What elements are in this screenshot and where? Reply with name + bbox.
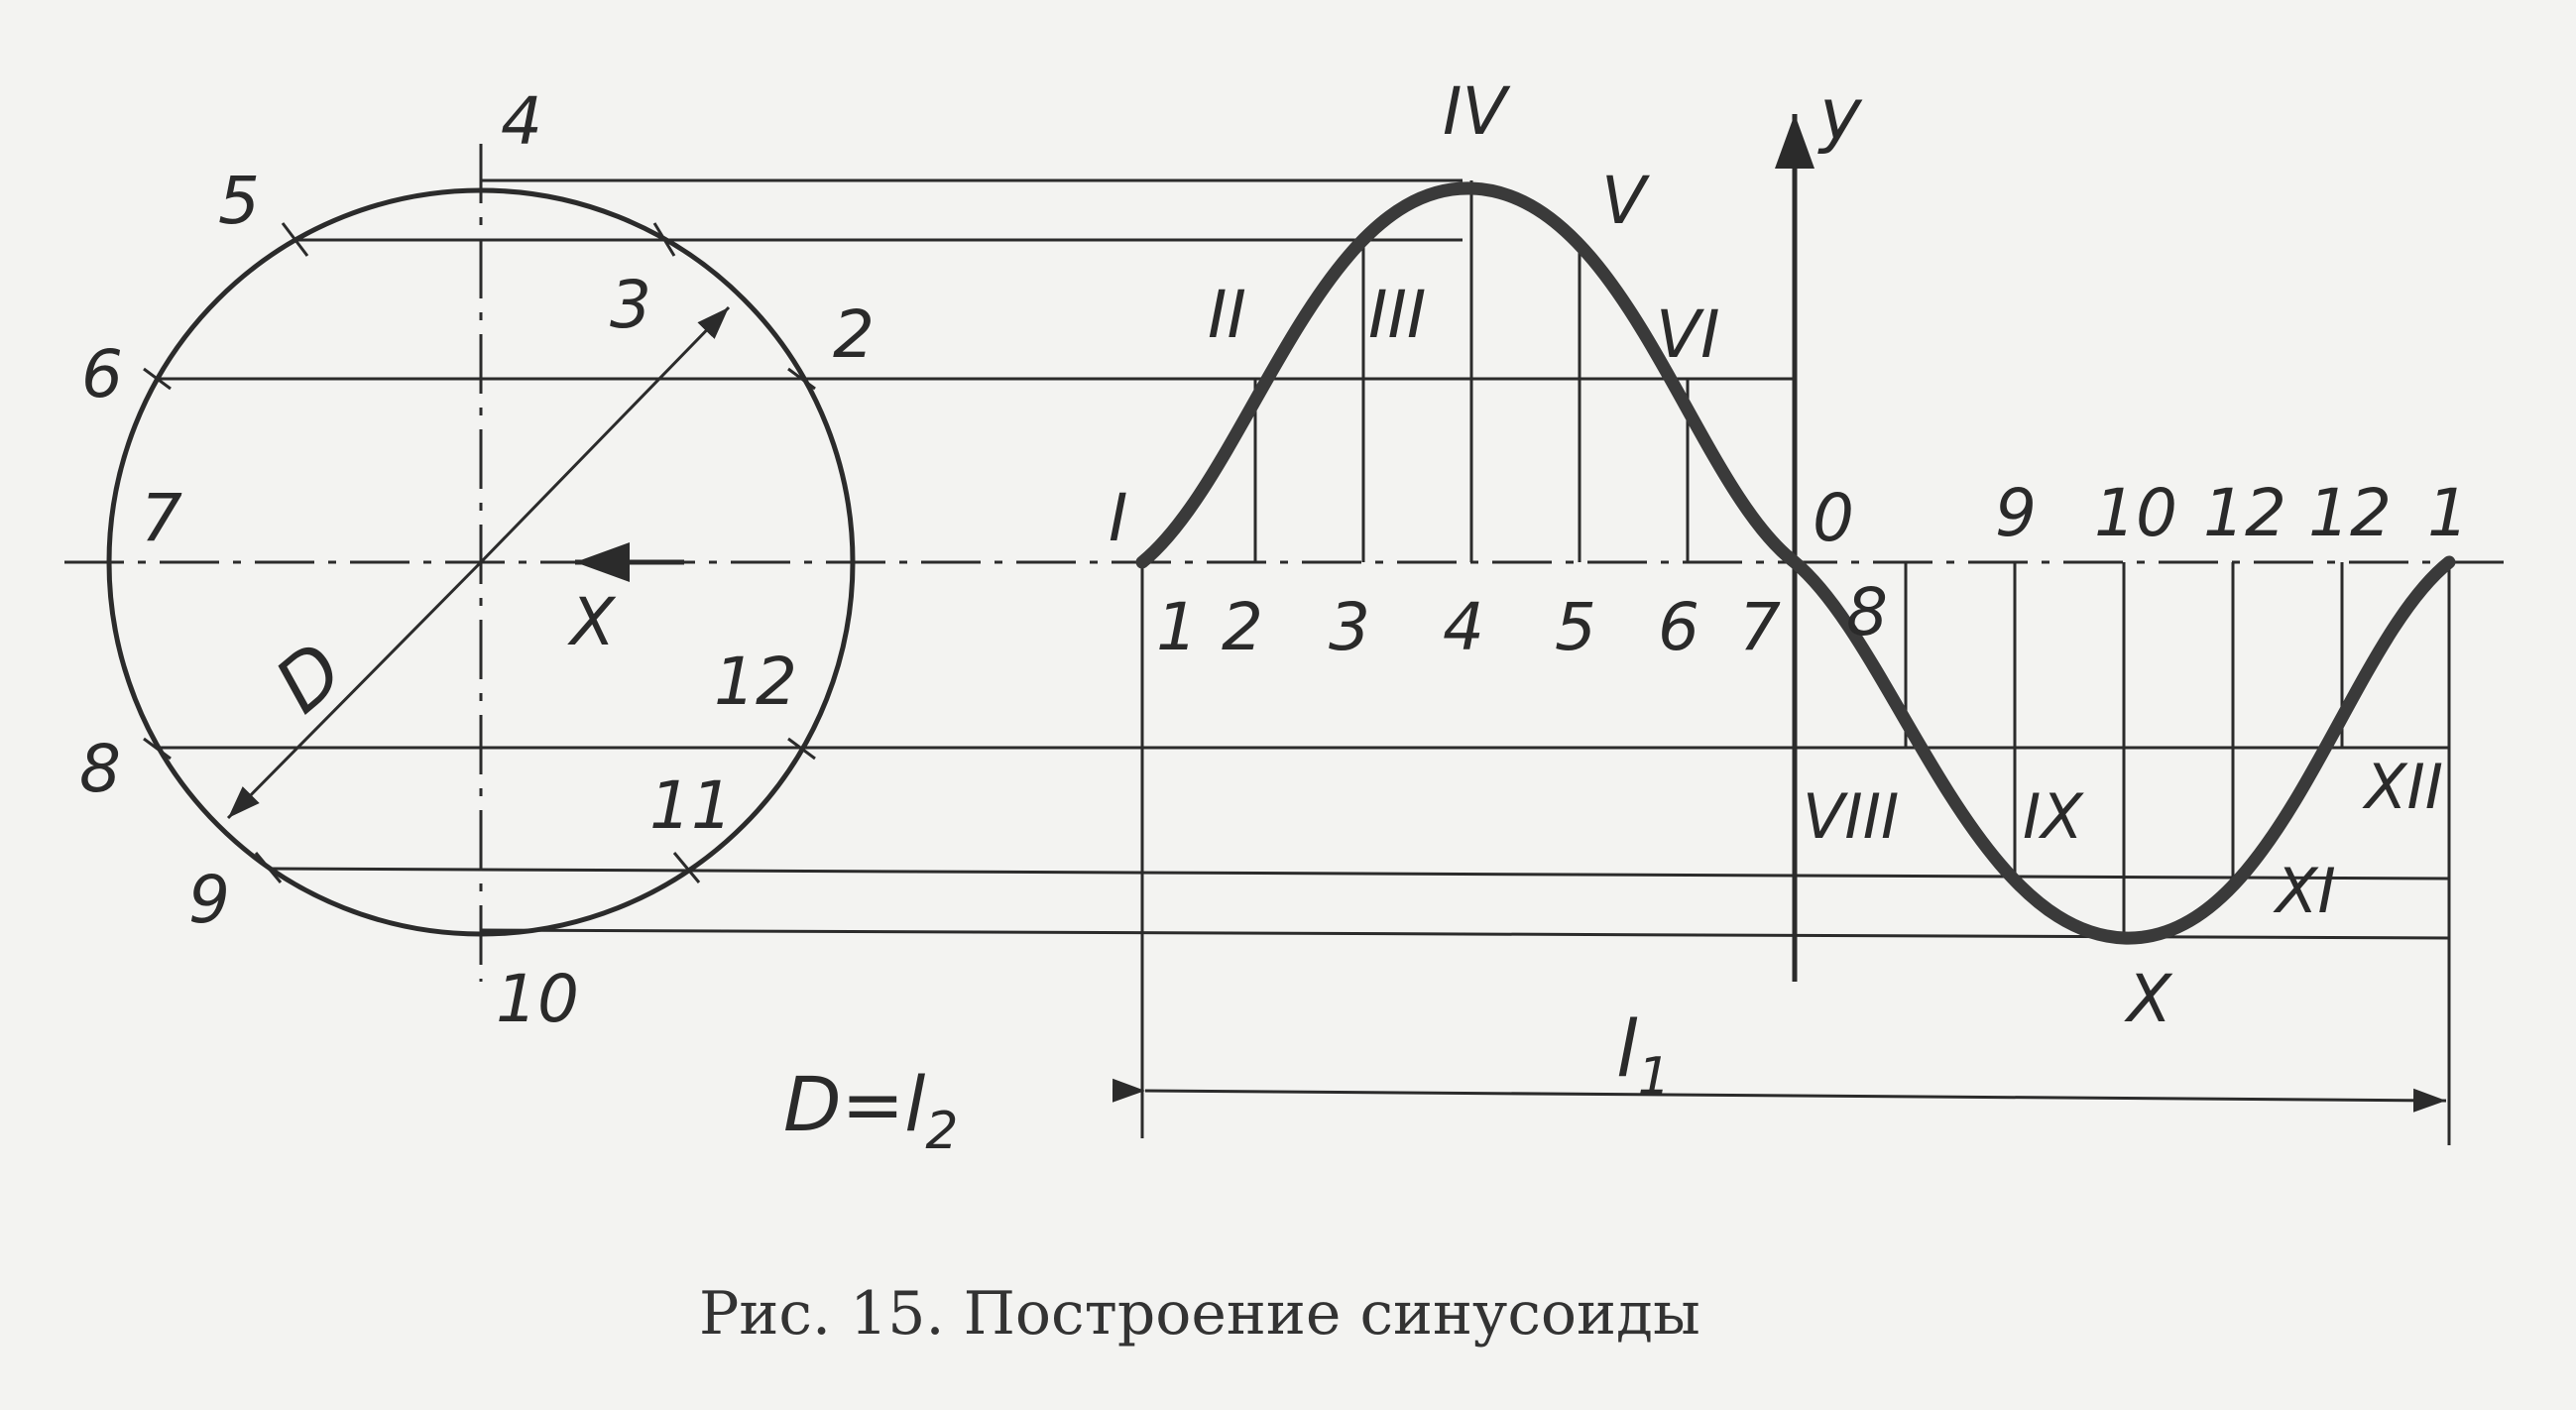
formula-subscript: 2 — [925, 1102, 958, 1161]
upper-number-9: 9 — [1995, 475, 2037, 551]
roman-XI: XI — [2273, 855, 2336, 927]
length-label: l1 — [1616, 1005, 1671, 1107]
length-subscript: 1 — [1638, 1047, 1671, 1107]
lower-number-7: 7 — [1739, 589, 1781, 665]
label-8: 8 — [79, 731, 121, 807]
lower-number-2: 2 — [1222, 589, 1263, 665]
circle-division-ticks — [143, 222, 816, 883]
roman-II: II — [1208, 277, 1246, 353]
lower-number-8: 8 — [1846, 574, 1888, 650]
upper-number-1: 1 — [2427, 475, 2469, 551]
label-11: 11 — [649, 767, 733, 844]
lower-number-4: 4 — [1443, 589, 1484, 665]
sinusoid-curve — [1135, 181, 2456, 945]
label-3: 3 — [610, 267, 651, 343]
upper-roman-labels: IV V II III VI I — [1109, 73, 1720, 556]
diameter-label: D — [259, 625, 360, 730]
label-6: 6 — [81, 336, 123, 412]
label-4: 4 — [501, 83, 542, 160]
roman-I: I — [1109, 480, 1127, 556]
label-9: 9 — [188, 862, 230, 938]
label-2: 2 — [833, 296, 875, 373]
label-10: 10 — [496, 961, 579, 1037]
length-main: l — [1616, 1005, 1638, 1095]
formula-label: D=l2 — [783, 1060, 958, 1161]
roman-IX: IX — [2023, 780, 2084, 853]
upper-number-12a: 12 — [2203, 475, 2286, 551]
lower-number-labels: 1 2 3 4 5 6 7 8 — [1156, 574, 1888, 665]
roman-V: V — [1601, 163, 1650, 239]
roman-IV: IV — [1443, 73, 1510, 150]
label-7: 7 — [141, 480, 182, 556]
formula-main: D=l — [783, 1060, 925, 1148]
origin-label: 0 — [1813, 480, 1854, 556]
length-dimension — [1112, 1078, 2447, 1113]
roman-VIII: VIII — [1803, 780, 1899, 853]
lower-roman-labels: VIII IX XII XI X — [1803, 751, 2443, 1037]
label-12: 12 — [714, 644, 797, 720]
diameter-line-lower — [226, 560, 483, 820]
roman-III: III — [1368, 277, 1426, 353]
upper-number-12b: 12 — [2308, 475, 2392, 551]
lower-number-3: 3 — [1329, 589, 1370, 665]
label-5: 5 — [218, 163, 260, 239]
lower-number-1: 1 — [1156, 589, 1198, 665]
upper-number-labels: 9 10 12 12 1 — [1995, 475, 2469, 551]
figure-caption: Рис. 15. Построение синусоиды — [699, 1279, 1700, 1349]
lower-number-6: 6 — [1658, 589, 1699, 665]
upper-number-10: 10 — [2094, 475, 2177, 551]
projection-lines — [157, 178, 2450, 940]
circle-labels: 4 5 3 2 6 7 12 8 11 9 10 — [79, 83, 875, 1037]
roman-XII: XII — [2362, 751, 2443, 823]
roman-X: X — [2124, 961, 2173, 1037]
y-axis-label: y — [1817, 72, 1863, 156]
x-axis-label: X — [567, 584, 617, 660]
diameter-line — [479, 305, 731, 564]
roman-VI: VI — [1656, 296, 1720, 373]
lower-number-5: 5 — [1555, 589, 1596, 665]
